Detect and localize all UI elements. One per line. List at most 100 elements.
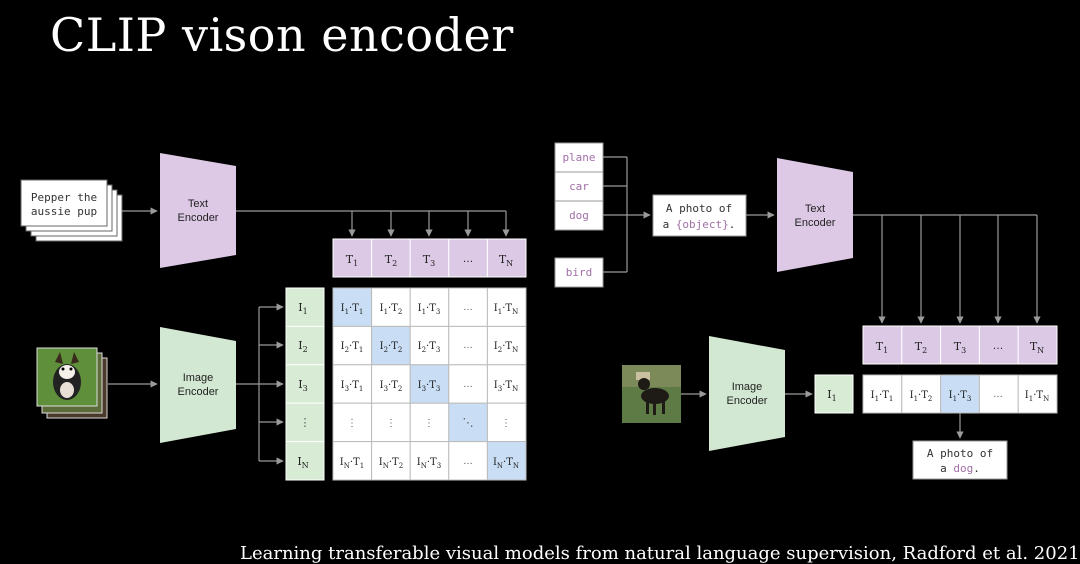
right-image-token: I1 bbox=[814, 374, 854, 414]
class-list: plane car dog bird bbox=[554, 142, 604, 288]
svg-text:plane: plane bbox=[562, 151, 595, 164]
image-token-3: I3 bbox=[285, 364, 325, 404]
text-token-ellipsis: … bbox=[448, 238, 488, 278]
svg-text:⋮: ⋮ bbox=[424, 418, 434, 429]
svg-text:⋮: ⋮ bbox=[347, 418, 357, 429]
matrix-cell: IN·TN bbox=[486, 441, 527, 481]
matrix-cell: I3·T1 bbox=[332, 364, 373, 404]
prediction-box: A photo of a dog. bbox=[912, 440, 1008, 480]
matrix-cell: IN·T1 bbox=[332, 441, 373, 481]
right-image-encoder: Image Encoder bbox=[709, 336, 785, 451]
matrix-cell: I2·T3 bbox=[409, 325, 450, 366]
result-line2: a dog. bbox=[940, 462, 980, 475]
matrix-cell: … bbox=[448, 287, 488, 327]
image-token-n: IN bbox=[285, 441, 325, 481]
svg-text:IN: IN bbox=[297, 455, 308, 470]
right-text-encoder-label1: Text bbox=[805, 203, 825, 215]
product-cell: I1·T1 bbox=[862, 374, 903, 414]
matrix-cell: I3·T2 bbox=[371, 364, 411, 404]
svg-text:…: … bbox=[463, 253, 474, 265]
right-text-bus bbox=[853, 214, 1041, 324]
product-cell-highlight: I1·T3 bbox=[940, 374, 980, 414]
svg-text:…: … bbox=[993, 340, 1004, 352]
svg-text:…: … bbox=[463, 456, 473, 467]
similarity-matrix: I1·T1 I1·T2 I1·T3 … I1·TN I2·T1 I2·T2 I2… bbox=[332, 287, 527, 481]
dog-photo bbox=[622, 365, 681, 423]
matrix-cell: ⋮ bbox=[486, 402, 527, 443]
image-token-1: I1 bbox=[285, 287, 325, 327]
right-image-encoder-label2: Encoder bbox=[727, 395, 768, 407]
text-token-3: T3 bbox=[409, 238, 450, 278]
caption-line2: aussie pup bbox=[31, 205, 97, 218]
matrix-cell: I1·TN bbox=[486, 287, 527, 327]
svg-text:…: … bbox=[993, 389, 1003, 400]
text-token-2: T2 bbox=[371, 238, 411, 278]
matrix-cell: … bbox=[448, 364, 488, 404]
caption-stack: Pepper the aussie pup bbox=[20, 179, 123, 242]
svg-text:⋮: ⋮ bbox=[501, 418, 511, 429]
puppy-photo-stack bbox=[36, 347, 108, 419]
matrix-cell: IN·T2 bbox=[371, 441, 411, 481]
image-token-2: I2 bbox=[285, 325, 325, 366]
svg-text:I3: I3 bbox=[298, 378, 307, 393]
matrix-cell: I1·T2 bbox=[371, 287, 411, 327]
matrix-cell: ⋮ bbox=[371, 402, 411, 443]
left-image-encoder-label1: Image bbox=[183, 372, 214, 384]
svg-text:I1: I1 bbox=[298, 301, 307, 316]
svg-text:⋱: ⋱ bbox=[463, 417, 474, 429]
svg-text:…: … bbox=[463, 340, 473, 351]
class-item: dog bbox=[554, 200, 604, 231]
slide-title: CLIP vison encoder bbox=[50, 8, 514, 62]
matrix-cell: … bbox=[448, 325, 488, 366]
template-line2: a {object}. bbox=[663, 218, 736, 231]
svg-text:…: … bbox=[463, 379, 473, 390]
matrix-cell: ⋱ bbox=[448, 402, 488, 443]
product-cell: … bbox=[978, 374, 1019, 414]
left-text-encoder: Text Encoder bbox=[160, 153, 236, 268]
matrix-cell: ⋮ bbox=[409, 402, 450, 443]
left-image-encoder: Image Encoder bbox=[160, 327, 236, 443]
text-token-1: T1 bbox=[332, 238, 373, 278]
result-line1: A photo of bbox=[927, 447, 993, 460]
matrix-cell: IN·T3 bbox=[409, 441, 450, 481]
text-token-ellipsis: … bbox=[978, 325, 1019, 365]
text-token-n: TN bbox=[1017, 325, 1058, 365]
matrix-cell: I2·TN bbox=[486, 325, 527, 366]
product-cell: I1·TN bbox=[1017, 374, 1058, 414]
right-text-encoder-label2: Encoder bbox=[795, 217, 836, 229]
right-text-tokens: T1 T2 T3 … TN bbox=[862, 325, 1058, 365]
left-image-tokens: I1 I2 I3 ⋮ IN bbox=[285, 287, 325, 481]
svg-text:I2: I2 bbox=[298, 339, 307, 354]
text-token-1: T1 bbox=[862, 325, 903, 365]
image-token-ellipsis: ⋮ bbox=[285, 402, 325, 443]
svg-text:⋮: ⋮ bbox=[300, 417, 311, 429]
svg-text:dog: dog bbox=[569, 209, 589, 222]
prompt-template: A photo of a {object}. bbox=[652, 194, 747, 237]
svg-text:⋮: ⋮ bbox=[386, 418, 396, 429]
template-line1: A photo of bbox=[666, 202, 732, 215]
svg-text:I1: I1 bbox=[827, 388, 836, 403]
matrix-cell: I2·T2 bbox=[371, 325, 411, 366]
left-text-encoder-label2: Encoder bbox=[178, 212, 219, 224]
text-token-n: TN bbox=[486, 238, 527, 278]
text-token-2: T2 bbox=[901, 325, 942, 365]
class-bus bbox=[603, 156, 651, 273]
product-cell: I1·T2 bbox=[901, 374, 942, 414]
matrix-cell: I3·TN bbox=[486, 364, 527, 404]
text-token-3: T3 bbox=[940, 325, 980, 365]
matrix-cell: I2·T1 bbox=[332, 325, 373, 366]
left-text-bus bbox=[236, 210, 510, 237]
left-image-encoder-label2: Encoder bbox=[178, 386, 219, 398]
matrix-cell: I3·T3 bbox=[409, 364, 450, 404]
class-item: plane bbox=[554, 142, 604, 173]
caption-line1: Pepper the bbox=[31, 191, 97, 204]
right-image-encoder-label1: Image bbox=[732, 381, 763, 393]
svg-text:…: … bbox=[463, 302, 473, 313]
svg-text:bird: bird bbox=[566, 266, 593, 279]
class-item: car bbox=[554, 171, 604, 202]
left-text-tokens: T1 T2 T3 … TN bbox=[332, 238, 527, 278]
citation: Learning transferable visual models from… bbox=[240, 543, 1080, 564]
svg-text:car: car bbox=[569, 180, 589, 193]
right-text-encoder: Text Encoder bbox=[777, 158, 853, 272]
